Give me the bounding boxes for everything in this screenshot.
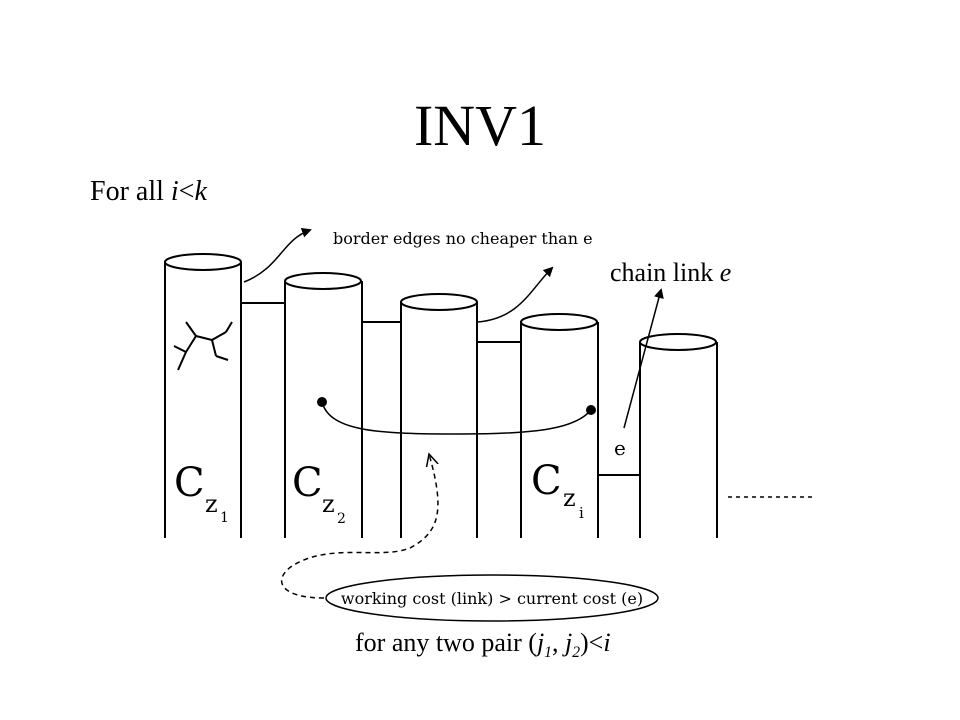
- bottom-j2: j: [564, 628, 573, 657]
- chain-link-text: chain link: [610, 258, 720, 287]
- working-cost-ellipse: [325, 574, 659, 622]
- edge-label-e: e: [614, 436, 626, 460]
- bottom-j2-sub: 2: [572, 644, 580, 662]
- border-edge-arrow-1: [243, 227, 312, 283]
- component-sub-1: z: [205, 490, 218, 518]
- cylinder-1: [164, 253, 242, 538]
- cylinder-2: [284, 272, 363, 538]
- bottom-prefix: for any two pair (: [355, 628, 537, 657]
- working-cost-label: working cost (link) > current cost (e): [341, 589, 643, 608]
- chain-link-var: e: [719, 258, 732, 287]
- bottom-comma: ,: [551, 628, 565, 657]
- chain-link-arrow: [623, 288, 664, 429]
- component-letter-1: C: [174, 460, 205, 506]
- component-label-2: C z 2: [292, 460, 346, 527]
- component-sub-2: z: [322, 490, 335, 518]
- cylinder-3: [400, 293, 478, 538]
- working-path-curve: [321, 401, 592, 435]
- bottom-j1-sub: 1: [544, 644, 552, 662]
- subtitle: For all i<k: [90, 176, 207, 208]
- subtitle-i: i: [170, 176, 179, 207]
- path-endpoint-right: [586, 405, 596, 415]
- tree-figure: [173, 321, 233, 371]
- border-edges-label: border edges no cheaper than e: [333, 229, 593, 248]
- subtitle-prefix: For all: [90, 176, 171, 207]
- component-label-3: C z i: [531, 458, 584, 522]
- component-subsub-2: 2: [337, 511, 346, 527]
- component-subsub-1: 1: [220, 510, 229, 526]
- bottom-i: i: [603, 628, 611, 657]
- component-letter-2: C: [292, 460, 323, 506]
- bottom-suffix: )<: [580, 628, 604, 657]
- subtitle-lt: <: [178, 176, 195, 207]
- cylinder-5: [639, 333, 718, 538]
- component-label-1: C z 1: [174, 460, 229, 526]
- chain-link-caption: chain link e: [610, 258, 731, 288]
- slide-title: INV1: [413, 93, 547, 158]
- component-subsub-3: i: [579, 504, 584, 522]
- border-edge-arrow-2: [477, 266, 554, 323]
- working-cost-arrow: [281, 454, 439, 599]
- component-letter-3: C: [531, 458, 562, 504]
- bottom-caption: for any two pair (j1, j2)<i: [355, 628, 611, 662]
- bottom-j1: j: [536, 628, 545, 657]
- path-endpoint-left: [317, 397, 327, 407]
- cylinder-4: [520, 313, 599, 538]
- component-sub-3: z: [563, 484, 576, 512]
- subtitle-k: k: [194, 176, 207, 207]
